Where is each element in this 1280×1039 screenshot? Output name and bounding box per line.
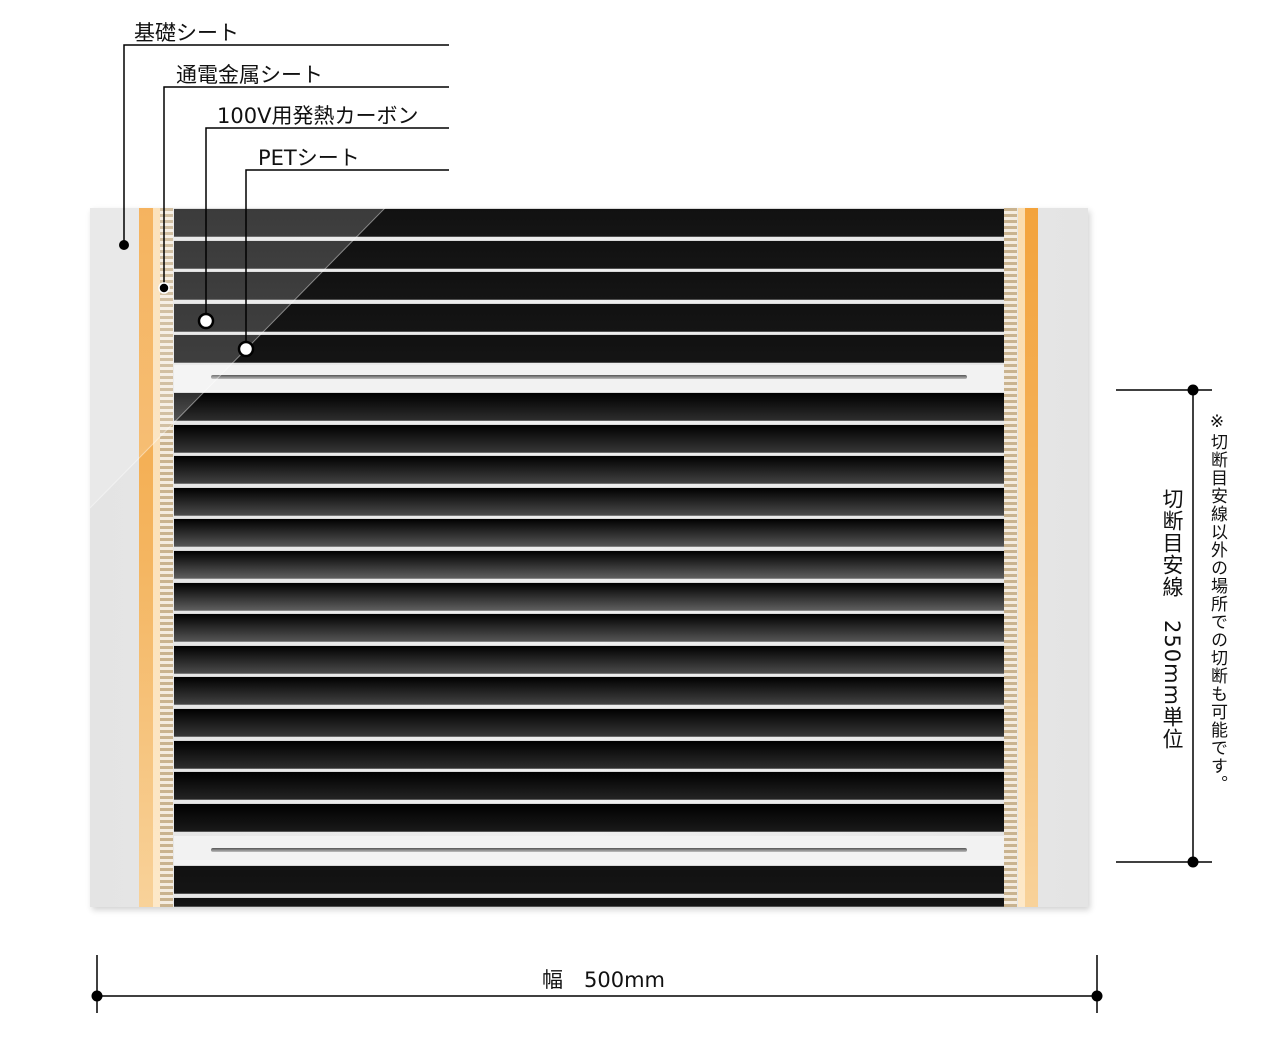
carbon-strip (174, 865, 1004, 894)
label-base-sheet: 基礎シート (134, 21, 239, 45)
carbon-strip (174, 644, 1004, 674)
carbon-strip (174, 486, 1004, 516)
metal-comb-right (1004, 208, 1017, 907)
carbon-strip (174, 455, 1004, 485)
carbon-strip (174, 239, 1004, 269)
carbon-strip (174, 518, 1004, 548)
metal-comb-left (160, 208, 173, 907)
carbon-strip (174, 739, 1004, 769)
leader-pet-sheet (237, 169, 449, 358)
leader-metal-sheet (158, 86, 449, 294)
electrode-edge-right (1018, 208, 1025, 907)
cut-guide-slot (211, 375, 967, 379)
width-dimension-marker (91, 955, 1103, 1013)
cut-note: ※切断目安線以外の場所での切断も可能です。 (1207, 412, 1227, 793)
carbon-strip (174, 392, 1004, 421)
carbon-strip (174, 271, 1004, 301)
carbon-strip (174, 771, 1004, 801)
carbon-strip (174, 802, 1004, 832)
carbon-strip (174, 676, 1004, 706)
leader-carbon (197, 127, 449, 330)
carbon-strip (174, 423, 1004, 453)
label-pet-sheet: PETシート (258, 146, 360, 170)
cut-dimension-marker (1116, 384, 1212, 868)
width-label: 幅 500mm (542, 968, 665, 992)
electrode-band-right (1025, 208, 1038, 907)
cut-guide-slot (211, 848, 967, 852)
carbon-strip (174, 208, 1004, 237)
carbon-strip (174, 302, 1004, 332)
label-metal-sheet: 通電金属シート (176, 63, 323, 87)
carbon-strip (174, 334, 1004, 364)
carbon-strip (174, 897, 1004, 907)
electrode-band-left (139, 208, 153, 907)
carbon-strip (174, 550, 1004, 579)
label-heating-carbon: 100V用発熱カーボン (217, 104, 419, 128)
cut-line-label: 切断目安線 250mm単位 (1160, 488, 1184, 750)
carbon-strip (174, 613, 1004, 643)
carbon-strip (174, 708, 1004, 737)
electrode-edge-left (153, 208, 161, 907)
leader-base-sheet (119, 44, 449, 250)
carbon-strip (174, 581, 1004, 611)
